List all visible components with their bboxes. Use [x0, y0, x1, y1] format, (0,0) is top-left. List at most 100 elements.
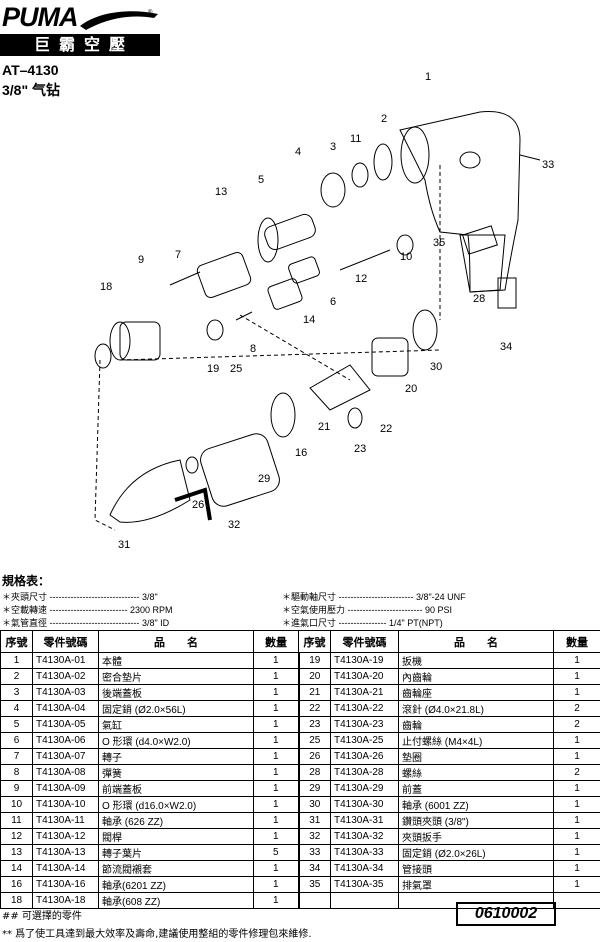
table-cell: 21 [298, 684, 331, 701]
table-cell: 1 [253, 828, 300, 845]
table-cell [298, 892, 331, 909]
table-cell [330, 892, 399, 909]
table-cell: 軸承 (626 ZZ) [98, 812, 254, 829]
table-cell: 1 [553, 828, 600, 845]
table-cell: 11 [0, 812, 33, 829]
brand-logo: PUMA ® 巨霸空壓 [0, 0, 160, 56]
table-cell: 彈簧 [98, 764, 254, 781]
table-cell: 30 [298, 796, 331, 813]
col-header: 零件號碼 [32, 630, 99, 653]
table-cell: 1 [553, 652, 600, 669]
table-header-row: 序號 零件號碼 品 名 數量 序號 零件號碼 品 名 數量 [0, 630, 600, 653]
table-cell: 1 [0, 652, 33, 669]
callout-32: 32 [228, 519, 240, 531]
table-cell: T4130A-02 [32, 668, 99, 685]
spec-air-pressure: ＊空氣使用壓力 ------------------------- 90 PSI [282, 605, 452, 615]
table-cell: 1 [553, 876, 600, 893]
table-cell: T4130A-12 [32, 828, 99, 845]
callout-13: 13 [215, 186, 227, 198]
table-cell: 5 [253, 844, 300, 861]
table-cell: 18 [0, 892, 33, 909]
table-cell: 28 [298, 764, 331, 781]
table-cell: 6 [0, 732, 33, 749]
bearing-6001 [412, 309, 438, 351]
col-header: 序號 [298, 630, 331, 653]
callout-25: 25 [230, 363, 242, 375]
table-cell: 軸承(608 ZZ) [98, 892, 254, 909]
callout-28: 28 [473, 293, 485, 305]
table-cell: 12 [0, 828, 33, 845]
callout-31: 31 [118, 539, 130, 551]
table-cell: 22 [298, 700, 331, 717]
table-cell: T4130A-19 [330, 652, 399, 669]
table-cell: 35 [298, 876, 331, 893]
callout-1: 1 [425, 71, 431, 83]
rear-end-plate [320, 172, 346, 208]
table-cell: 前蓋 [398, 780, 554, 797]
callout-14: 14 [303, 314, 315, 326]
table-cell: 1 [553, 732, 600, 749]
product-name: 3/8" 气钻 [2, 82, 60, 98]
table-cell: 1 [253, 732, 300, 749]
table-cell: T4130A-06 [32, 732, 99, 749]
table-cell: 1 [253, 876, 300, 893]
drill-chuck [109, 459, 191, 523]
table-cell: 軸承(6201 ZZ) [98, 876, 254, 893]
table-cell: 2 [553, 764, 600, 781]
col-header: 品 名 [398, 630, 554, 653]
table-cell: T4130A-04 [32, 700, 99, 717]
table-cell: 1 [553, 796, 600, 813]
table-cell: T4130A-14 [32, 860, 99, 877]
table-cell: 8 [0, 764, 33, 781]
bearing-6201 [270, 392, 296, 438]
callout-22: 22 [380, 423, 392, 435]
table-cell: 2 [553, 700, 600, 717]
spec-drive-shaft: ＊驅動軸尺寸 ------------------------- 3/8"-24… [282, 592, 466, 602]
table-cell: 鑽頭夾頭 (3/8") [398, 812, 554, 829]
table-cell: 後端蓋板 [98, 684, 254, 701]
table-cell: 齒輪 [398, 716, 554, 733]
logo-top [0, 4, 160, 32]
table-cell: 止付螺絲 (M4×4L) [398, 732, 554, 749]
table-cell: 內齒輪 [398, 668, 554, 685]
table-cell: T4130A-07 [32, 748, 99, 765]
handle-grip [459, 234, 506, 293]
callout-20: 20 [405, 383, 417, 395]
table-cell: 1 [253, 812, 300, 829]
puma-leap-icon: ® [80, 9, 158, 31]
spring [235, 311, 253, 321]
table-cell: 10 [0, 796, 33, 813]
callout-4: 4 [295, 146, 301, 158]
table-cell: 2 [553, 716, 600, 733]
callout-16: 16 [295, 447, 307, 459]
callout-21: 21 [318, 421, 330, 433]
brand-name: PUMA [2, 2, 78, 32]
table-cell: 16 [0, 876, 33, 893]
table-cell: 固定銷 (Ø2.0×26L) [398, 844, 554, 861]
table-cell: O 形環 (d16.0×W2.0) [98, 796, 254, 813]
table-cell: T4130A-01 [32, 652, 99, 669]
table-cell: 1 [253, 780, 300, 797]
table-cell: 排氣罩 [398, 876, 554, 893]
callout-5: 5 [258, 174, 264, 186]
exhaust-cover [462, 225, 498, 255]
model-number: AT–4130 [2, 62, 59, 78]
spec-title: 規格表： [2, 574, 51, 588]
table-cell: 夾頭扳手 [398, 828, 554, 845]
table-cell: 1 [253, 860, 300, 877]
col-header: 品 名 [98, 630, 254, 653]
table-cell: T4130A-13 [32, 844, 99, 861]
table-cell: T4130A-30 [330, 796, 399, 813]
table-cell: T4130A-25 [330, 732, 399, 749]
bearing-608 [94, 343, 112, 369]
callout-9: 9 [138, 254, 144, 266]
table-cell: T4130A-03 [32, 684, 99, 701]
